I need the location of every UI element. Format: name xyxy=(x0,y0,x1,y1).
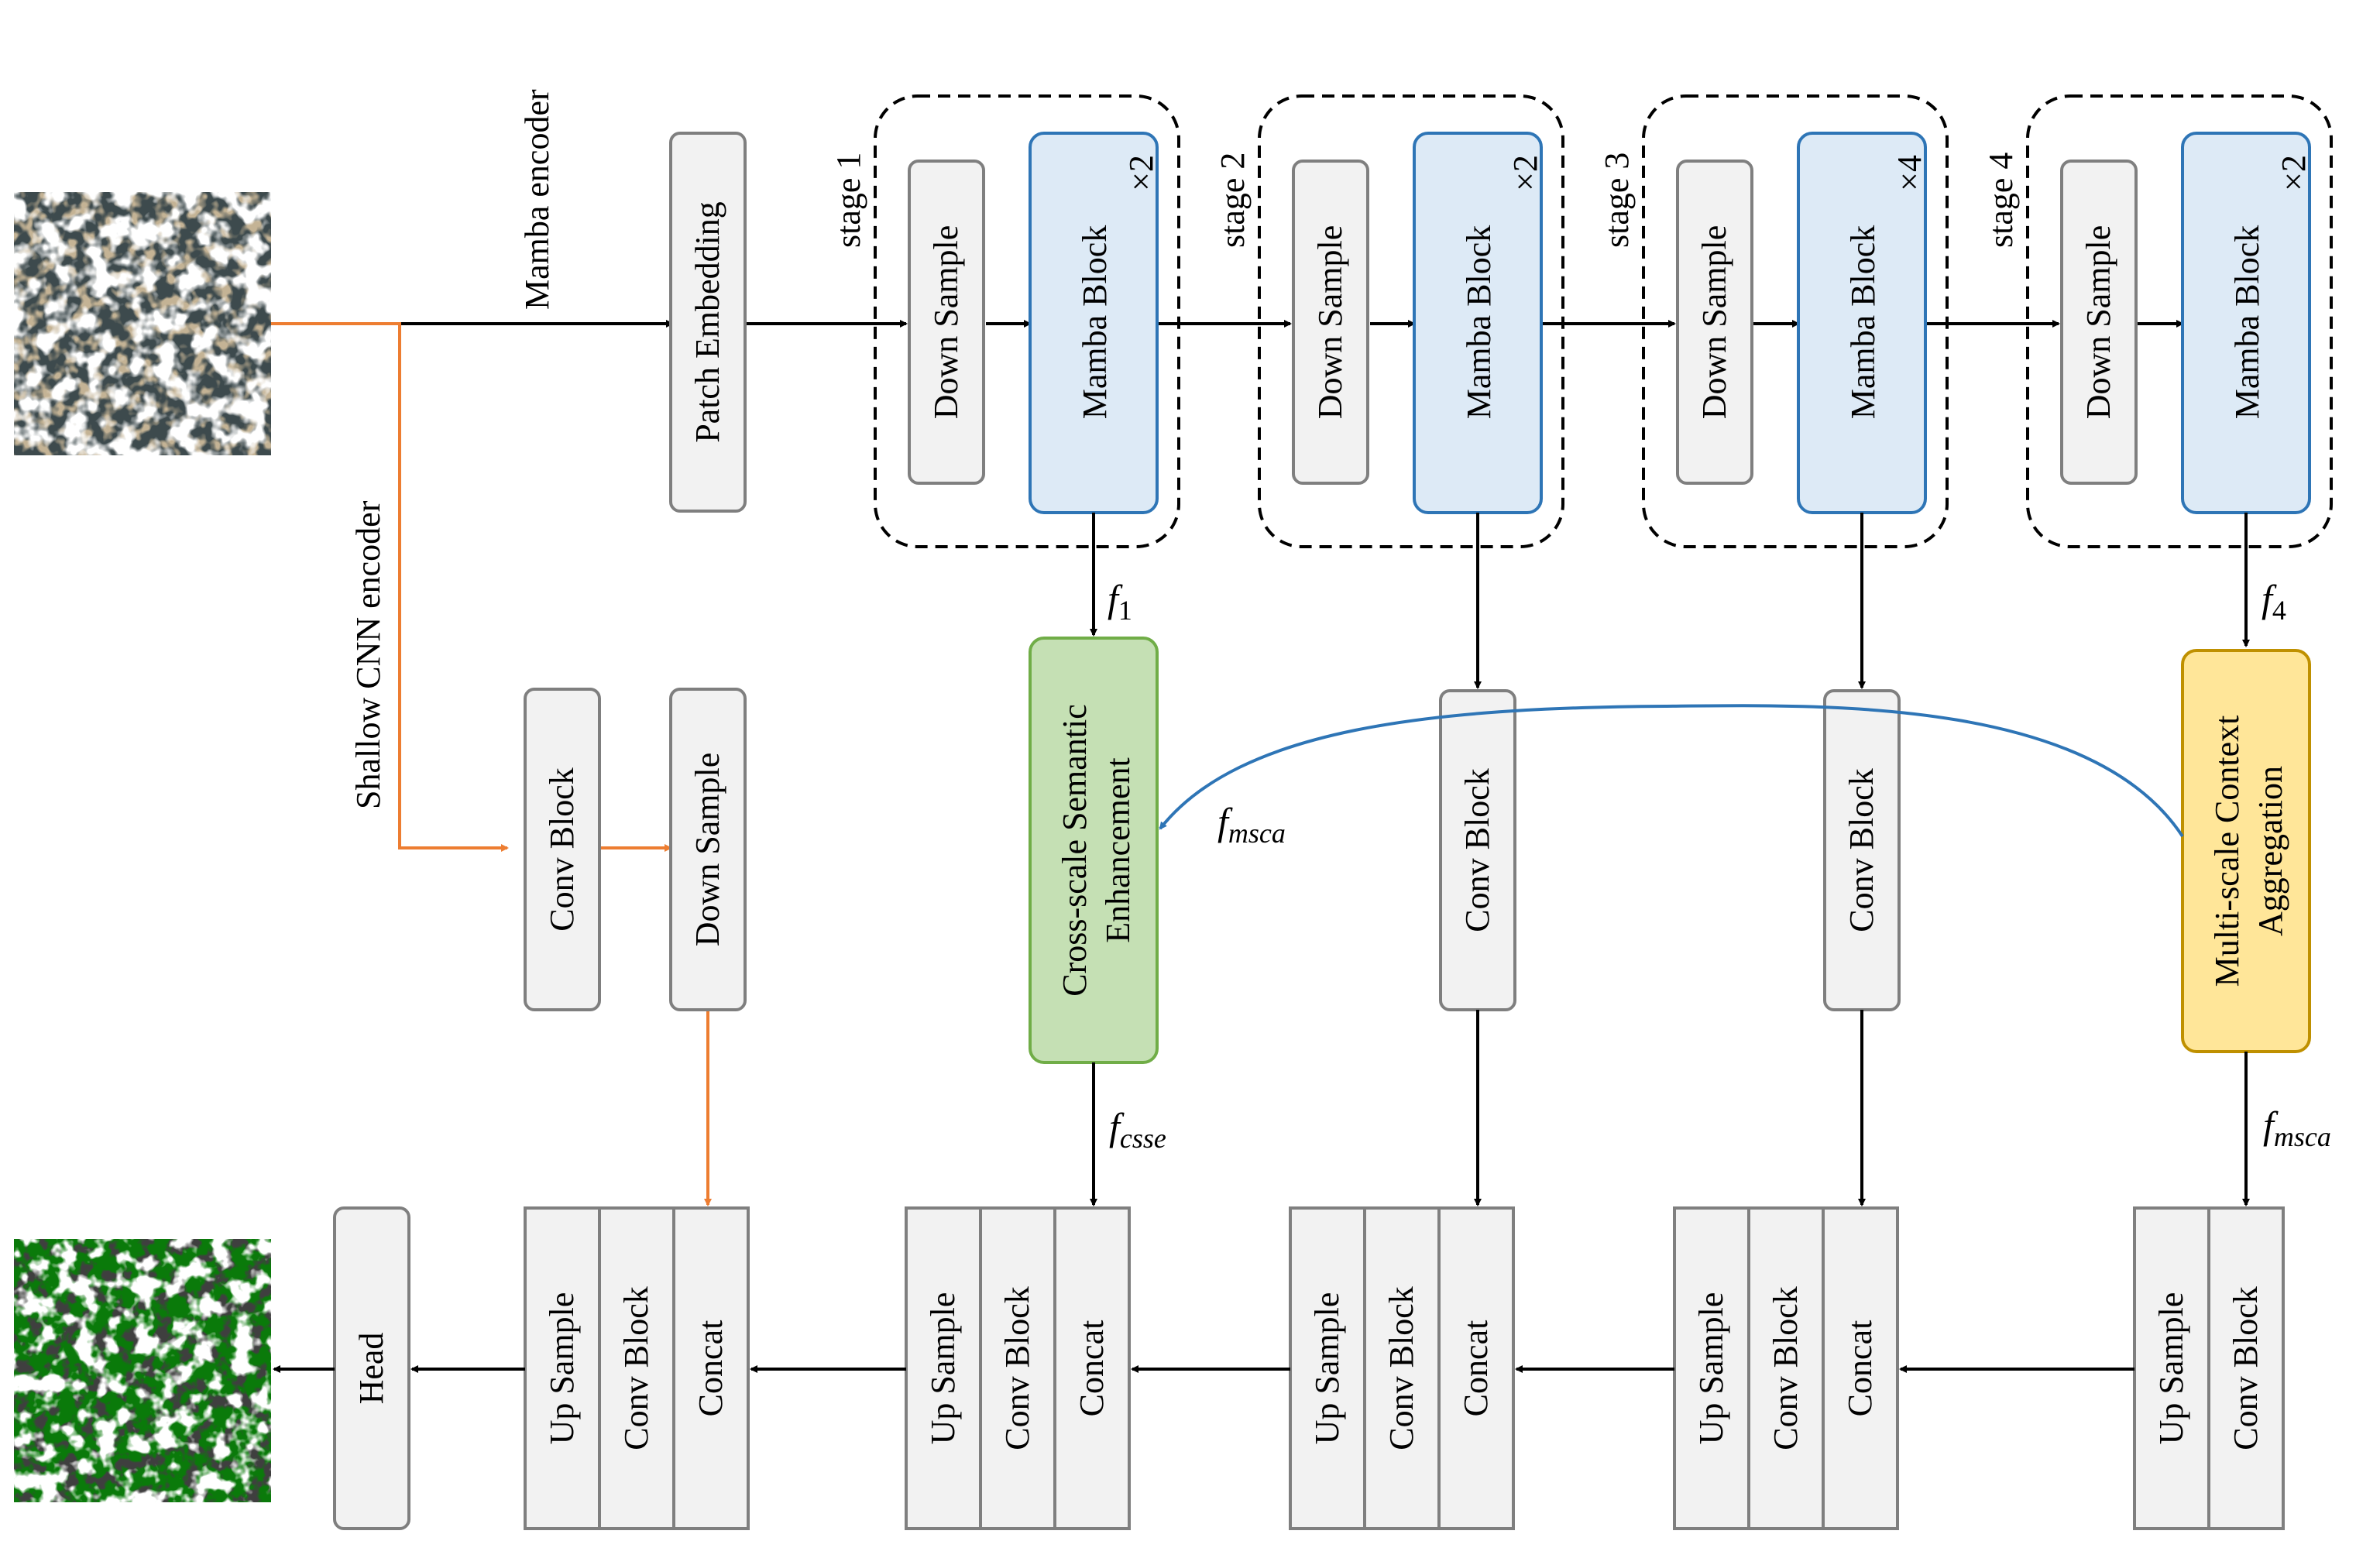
decoder-4-up-sample-label: Up Sample xyxy=(1692,1292,1730,1445)
stage-3-mamba-block[interactable]: Mamba Block ×4 xyxy=(1797,132,1928,514)
decoder-4-conv-block[interactable] xyxy=(1747,1206,1825,1530)
stage-2-down-sample-label: Down Sample xyxy=(1311,225,1349,420)
stage-1-mamba-label: Mamba Block xyxy=(1076,225,1114,420)
decoder-3-conv-block-label: Conv Block xyxy=(1382,1286,1420,1450)
f1-label: f1 xyxy=(1108,577,1132,626)
decoder-3-up-sample[interactable] xyxy=(1289,1206,1366,1530)
stage-3-mamba-label: Mamba Block xyxy=(1844,225,1882,420)
input-satellite-image xyxy=(14,192,271,455)
stage-3-down-sample[interactable]: Down Sample xyxy=(1676,160,1753,485)
csse-label-line1: Cross-scale Semantic xyxy=(1056,704,1094,997)
decoder-2-conv-block[interactable] xyxy=(979,1206,1056,1530)
stage-3-repeat: ×4 xyxy=(1891,155,1928,191)
stage-4-repeat: ×2 xyxy=(2275,155,2313,191)
stage-2-down-sample[interactable]: Down Sample xyxy=(1292,160,1369,485)
mamba-encoder-label: Mamba encoder xyxy=(518,89,556,310)
head-label: Head xyxy=(352,1333,390,1405)
shallow-down-sample[interactable]: Down Sample xyxy=(669,688,747,1011)
stage-3-label: stage 3 xyxy=(1598,153,1636,248)
decoder-group-4: Up Sample Conv Block Concat xyxy=(1673,1206,1899,1530)
decoder-1-conv-block[interactable] xyxy=(598,1206,675,1530)
stage-2-conv-block-label: Conv Block xyxy=(1458,768,1496,932)
fcsse-label: fcsse xyxy=(1109,1105,1166,1154)
f4-label: f4 xyxy=(2262,577,2286,626)
stage-4-down-sample-label: Down Sample xyxy=(2079,225,2117,420)
stage-2-mamba-label: Mamba Block xyxy=(1460,225,1498,420)
decoder-5-conv-block[interactable] xyxy=(2207,1206,2285,1530)
decoder-5-up-sample-label: Up Sample xyxy=(2152,1292,2190,1445)
decoder-1-concat[interactable] xyxy=(672,1206,750,1530)
stage-4-down-sample[interactable]: Down Sample xyxy=(2060,160,2138,485)
stage-2: stage 2 Down Sample Mamba Block ×2 xyxy=(1214,94,1564,548)
stage-4-label: stage 4 xyxy=(1982,153,2020,248)
fmsca-label-top: fmsca xyxy=(1217,800,1286,849)
csse-label-line2: Enhancement xyxy=(1099,757,1137,942)
msca-block[interactable]: Multi-scale Context Aggregation xyxy=(2181,649,2311,1053)
stage-3-conv-block-label: Conv Block xyxy=(1843,768,1880,932)
decoder-5-conv-block-label: Conv Block xyxy=(2227,1286,2265,1450)
stage-4: stage 4 Down Sample Mamba Block ×2 xyxy=(1982,94,2333,548)
stage-1-down-sample[interactable]: Down Sample xyxy=(908,160,985,485)
decoder-2-conv-block-label: Conv Block xyxy=(998,1286,1036,1450)
decoder-4-conv-block-label: Conv Block xyxy=(1767,1286,1805,1450)
patch-embedding-block[interactable]: Patch Embedding xyxy=(669,132,747,513)
decoder-group-2: Up Sample Conv Block Concat xyxy=(905,1206,1131,1530)
decoder-1-conv-block-label: Conv Block xyxy=(617,1286,655,1450)
stage-1-down-sample-label: Down Sample xyxy=(927,225,965,420)
shallow-cnn-encoder-label: Shallow CNN encoder xyxy=(349,500,387,809)
decoder-1-concat-label: Concat xyxy=(692,1320,730,1417)
decoder-3-concat[interactable] xyxy=(1437,1206,1515,1530)
shallow-conv-block[interactable]: Conv Block xyxy=(524,688,601,1011)
stage-1-label: stage 1 xyxy=(829,153,867,248)
patch-embedding-label: Patch Embedding xyxy=(689,201,726,443)
decoder-group-1: Up Sample Conv Block Concat xyxy=(524,1206,750,1530)
decoder-1-up-sample-label: Up Sample xyxy=(543,1292,581,1445)
decoder-4-concat[interactable] xyxy=(1822,1206,1899,1530)
decoder-3-concat-label: Concat xyxy=(1457,1320,1495,1417)
decoder-2-up-sample-label: Up Sample xyxy=(924,1292,962,1445)
decoder-2-concat[interactable] xyxy=(1053,1206,1131,1530)
decoder-4-concat-label: Concat xyxy=(1841,1320,1879,1417)
stage-4-mamba-label: Mamba Block xyxy=(2228,225,2266,420)
output-mask-image xyxy=(14,1239,271,1502)
stage-1-mamba-block[interactable]: Mamba Block ×2 xyxy=(1029,132,1160,514)
decoder-3-up-sample-label: Up Sample xyxy=(1308,1292,1346,1445)
stage-4-mamba-block[interactable]: Mamba Block ×2 xyxy=(2181,132,2313,514)
msca-label-line2: Aggregation xyxy=(2251,766,2289,936)
edge-shallow-branch xyxy=(271,322,509,852)
head-block[interactable]: Head xyxy=(333,1206,410,1530)
stage-3: stage 3 Down Sample Mamba Block ×4 xyxy=(1598,94,1949,548)
stage-1-repeat: ×2 xyxy=(1122,155,1160,191)
decoder-1-up-sample[interactable] xyxy=(524,1206,601,1530)
msca-label-line1: Multi-scale Context xyxy=(2208,716,2246,987)
csse-block[interactable]: Cross-scale Semantic Enhancement xyxy=(1029,637,1159,1064)
decoder-group-5: Up Sample Conv Block xyxy=(2133,1206,2285,1530)
decoder-group-3: Up Sample Conv Block Concat xyxy=(1289,1206,1515,1530)
stage-3-conv-block[interactable]: Conv Block xyxy=(1823,689,1901,1011)
stage-2-mamba-block[interactable]: Mamba Block ×2 xyxy=(1413,132,1544,514)
stage-2-repeat: ×2 xyxy=(1506,155,1544,191)
shallow-down-sample-label: Down Sample xyxy=(689,753,726,947)
stage-2-label: stage 2 xyxy=(1214,153,1252,248)
stage-2-conv-block[interactable]: Conv Block xyxy=(1439,689,1516,1011)
stage-3-down-sample-label: Down Sample xyxy=(1695,225,1733,420)
shallow-conv-block-label: Conv Block xyxy=(543,767,581,931)
stage-1: stage 1 Down Sample Mamba Block ×2 xyxy=(829,94,1180,548)
fmsca-label-bottom: fmsca xyxy=(2263,1103,2331,1152)
edge-msca-to-csse xyxy=(1159,704,2184,838)
decoder-2-concat-label: Concat xyxy=(1073,1320,1111,1417)
